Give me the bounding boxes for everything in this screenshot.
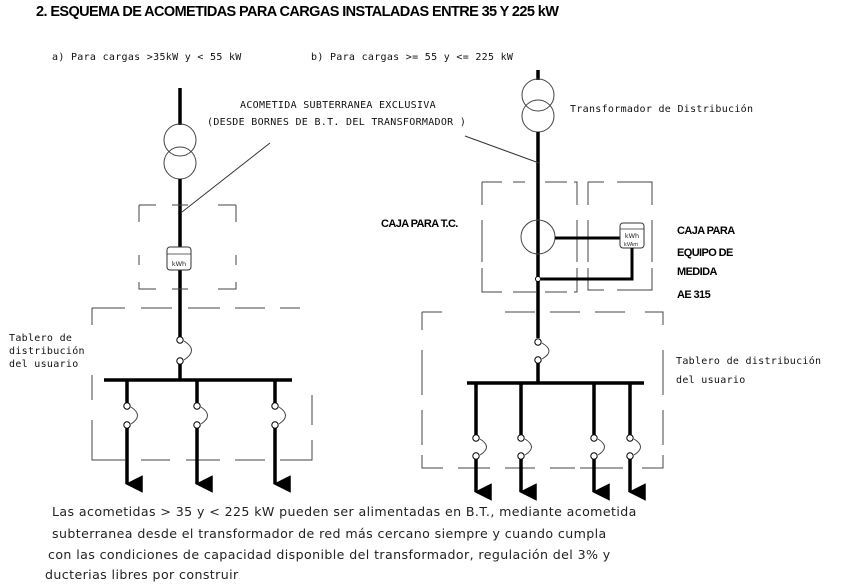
meter-box-label-4: AE 315 <box>677 289 711 301</box>
meter-b-label-2: kVAm <box>624 242 638 248</box>
panel-b-label-2: del usuario <box>676 375 746 386</box>
voltage-tap-icon <box>535 276 541 282</box>
diagram-title: 2. ESQUEMA DE ACOMETIDAS PARA CARGAS INS… <box>36 4 559 20</box>
transformer-label: Transformador de Distribución <box>570 104 754 115</box>
main-breaker-b-icon <box>534 338 550 364</box>
branch-circuit <box>590 383 610 501</box>
branch-breaker-icon <box>517 434 532 460</box>
callout-line-2: (DESDE BORNES DE B.T. DEL TRANSFORMADOR … <box>207 117 467 128</box>
branch-circuit <box>517 383 537 501</box>
panel-a-box <box>91 307 313 461</box>
meter-box-label-1: CAJA PARA <box>677 225 735 237</box>
ct-box <box>481 181 578 293</box>
panel-b-label-1: Tablero de distribución <box>676 356 822 367</box>
branch-breaker-icon <box>193 402 208 429</box>
meter-box-label-3: MEDIDA <box>677 266 717 278</box>
branch-circuit <box>271 380 291 493</box>
callout-leader-a <box>181 142 271 213</box>
meter-b-label-1: kWh <box>625 232 639 240</box>
ct-box-label: CAJA PARA T.C. <box>381 218 458 230</box>
meter-box-label-2: EQUIPO DE <box>677 247 733 259</box>
branches-b <box>472 383 646 501</box>
panel-a-label-1: Tablero de <box>9 333 73 344</box>
branches-a <box>123 380 291 493</box>
kwh-kvam-meter-icon: kWh kVAm <box>619 222 645 249</box>
branch-circuit <box>626 383 646 501</box>
main-breaker-a-icon <box>176 336 192 365</box>
scheme-a: kWh <box>91 88 313 493</box>
panel-a-label-3: del usuario <box>9 359 79 370</box>
note-line-2: subterranea desde el transformador de re… <box>52 526 607 541</box>
note-line-3: con las condiciones de capacidad disponi… <box>48 547 611 562</box>
panel-a-label-2: distribución <box>9 346 85 357</box>
branch-breaker-icon <box>271 402 286 429</box>
branch-circuit <box>193 380 213 493</box>
branch-breaker-icon <box>626 434 641 460</box>
callout-leader-b <box>464 135 540 164</box>
note-line-1: Las acometidas > 35 y < 225 kW pueden se… <box>52 504 637 519</box>
scheme-a-heading: a) Para cargas >35kW y < 55 kW <box>52 52 242 63</box>
scheme-b: kWh kVAm <box>421 70 664 501</box>
kwh-meter-a-label: kWh <box>172 260 186 268</box>
meter-box-a <box>138 204 237 290</box>
transformer-a-icon <box>163 123 197 180</box>
callout-line-1: ACOMETIDA SUBTERRANEA EXCLUSIVA <box>240 100 436 111</box>
transformer-b-icon <box>521 78 555 133</box>
panel-b-box <box>421 311 664 469</box>
branch-circuit <box>472 383 492 501</box>
branch-breaker-icon <box>590 434 605 460</box>
meter-equipment-box <box>587 181 653 291</box>
branch-breaker-icon <box>123 402 138 429</box>
kwh-meter-a-icon: kWh <box>166 246 192 271</box>
branch-breaker-icon <box>472 434 487 460</box>
note-line-4: ducterias libres por construir <box>45 567 239 582</box>
branch-circuit <box>123 380 143 493</box>
scheme-b-heading: b) Para cargas >= 55 y <= 225 kW <box>311 52 514 63</box>
